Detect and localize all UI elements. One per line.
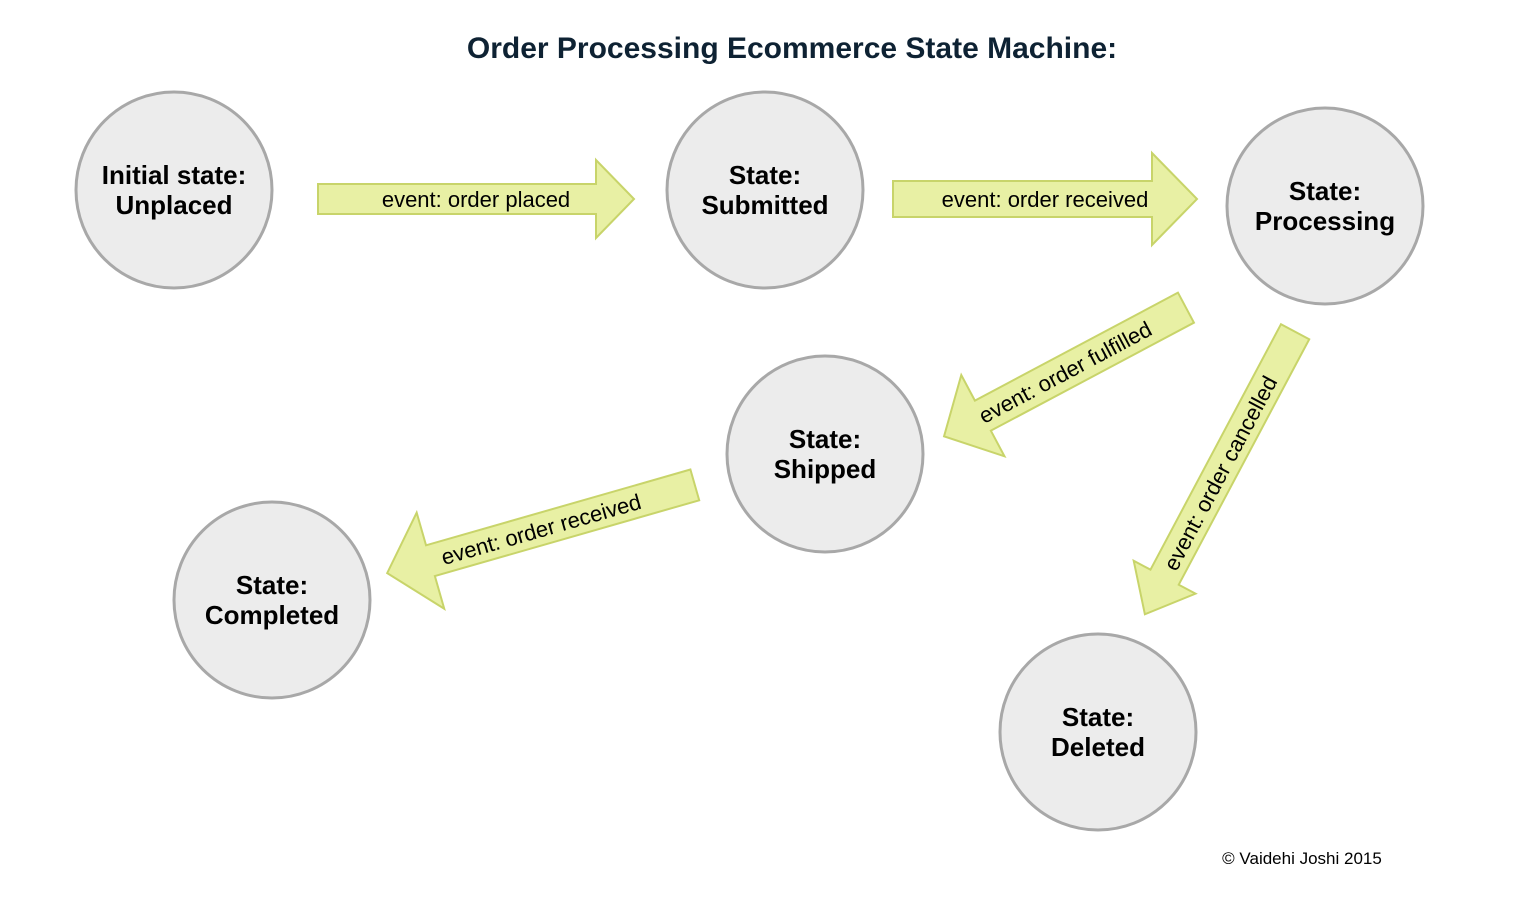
state-shipped: State: Shipped [725,354,925,554]
transition-order-fulfilled: event: order fulfilled [942,291,1196,459]
state-processing: State: Processing [1225,106,1425,306]
state-shipped-line1: State: [789,424,861,454]
state-deleted-line1: State: [1062,702,1134,732]
transition-order-received-submitted: event: order received [892,150,1199,248]
state-shipped-circle [725,354,925,554]
state-processing-line2: Processing [1255,206,1395,236]
transition-order-placed: event: order placed [317,157,636,241]
state-deleted: State: Deleted [998,632,1198,832]
arrow-order-received-submitted [892,150,1199,248]
label-order-cancelled: event: order cancelled [1159,372,1283,575]
state-processing-line1: State: [1289,176,1361,206]
state-submitted-line1: State: [729,160,801,190]
state-completed-line2: Completed [205,600,339,630]
label-order-fulfilled: event: order fulfilled [975,316,1156,428]
transition-order-received-shipped: event: order received [385,468,701,611]
state-unplaced: Initial state: Unplaced [74,90,274,290]
label-order-received-submitted: event: order received [942,187,1149,212]
state-deleted-circle [998,632,1198,832]
state-deleted-line2: Deleted [1051,732,1145,762]
state-completed-line1: State: [236,570,308,600]
state-shipped-line2: Shipped [774,454,877,484]
diagram-title: Order Processing Ecommerce State Machine… [467,32,1117,65]
label-order-received-shipped: event: order received [438,489,644,570]
arrow-order-received-shipped [385,468,701,611]
state-unplaced-line1: Initial state: [102,160,246,190]
transition-order-cancelled: event: order cancelled [1132,322,1311,616]
state-submitted-line2: Submitted [701,190,828,220]
label-order-placed: event: order placed [382,187,570,212]
state-unplaced-circle [74,90,274,290]
copyright-notice: © Vaidehi Joshi 2015 [1222,849,1382,868]
state-unplaced-line2: Unplaced [115,190,232,220]
arrow-order-cancelled [1132,322,1311,616]
state-completed-circle [172,500,372,700]
state-processing-circle [1225,106,1425,306]
state-completed: State: Completed [172,500,372,700]
state-submitted: State: Submitted [665,90,865,290]
arrow-order-fulfilled [942,291,1196,459]
arrow-order-placed [317,157,636,241]
state-submitted-circle [665,90,865,290]
